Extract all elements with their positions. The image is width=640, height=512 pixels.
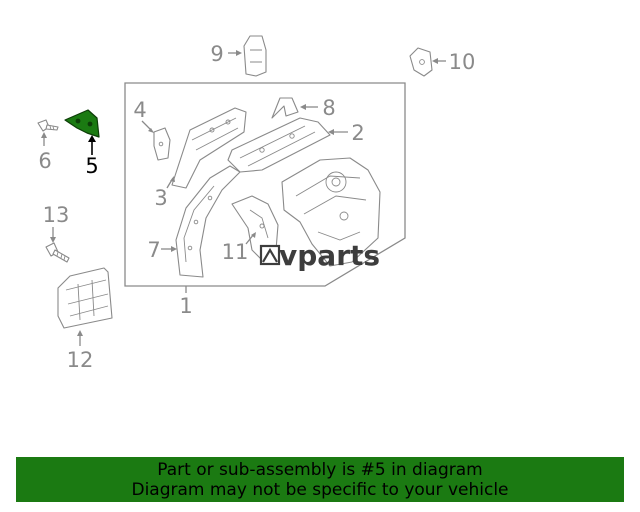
callout-6: 6 [38, 149, 51, 173]
parts-diagram: 1 2 3 4 5 6 7 8 9 10 11 12 13 vparts [37, 35, 476, 372]
part-info-banner: Part or sub-assembly is #5 in diagram Di… [16, 457, 624, 502]
part-12-drawing [57, 267, 113, 329]
assembly-outline [124, 82, 406, 287]
banner-line-1: Part or sub-assembly is #5 in diagram [157, 459, 483, 480]
callout-12: 12 [67, 348, 94, 372]
part-9-drawing [243, 35, 267, 77]
callout-9: 9 [210, 42, 223, 66]
callout-1: 1 [179, 294, 192, 318]
callout-5[interactable]: 5 [85, 154, 98, 178]
banner-line-2: Diagram may not be specific to your vehi… [131, 479, 509, 500]
part-10-drawing [409, 47, 433, 77]
part-7-drawing [175, 165, 241, 278]
leader-lines [41, 50, 446, 346]
callout-2: 2 [351, 121, 364, 145]
callout-3: 3 [154, 186, 167, 210]
watermark: vparts [259, 239, 380, 272]
callout-4: 4 [133, 98, 146, 122]
callout-11: 11 [222, 240, 249, 264]
part-6-drawing [37, 119, 59, 132]
part-2-drawing [227, 117, 331, 173]
callout-7: 7 [147, 238, 160, 262]
callout-10: 10 [449, 50, 476, 74]
part-3-drawing [171, 107, 247, 189]
part-13-drawing [45, 242, 70, 263]
callout-13: 13 [43, 203, 70, 227]
part-8-drawing [271, 97, 299, 119]
callout-8: 8 [322, 96, 335, 120]
part-5-drawing[interactable] [64, 109, 100, 138]
part-4-drawing [153, 127, 171, 161]
wheelhouse-assembly-drawing [281, 157, 381, 267]
watermark-text: vparts [279, 239, 380, 272]
